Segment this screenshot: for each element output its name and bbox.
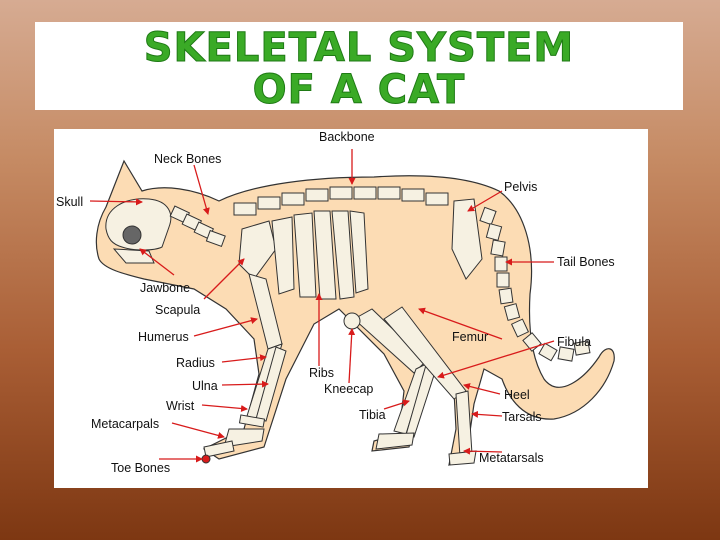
- label-tail-bones: Tail Bones: [557, 255, 615, 269]
- label-heel: Heel: [504, 388, 530, 402]
- label-skull: Skull: [56, 195, 83, 209]
- label-arrows: [89, 149, 555, 463]
- label-jawbone: Jawbone: [140, 281, 190, 295]
- label-metacarpals: Metacarpals: [91, 417, 159, 431]
- label-ulna: Ulna: [192, 379, 218, 393]
- label-scapula: Scapula: [155, 303, 200, 317]
- title-line-1: SKELETAL SYSTEM: [143, 25, 575, 71]
- title-line-2: OF A CAT: [252, 67, 466, 113]
- title-banner: SKELETAL SYSTEM OF A CAT: [35, 22, 683, 113]
- label-neck-bones: Neck Bones: [154, 152, 221, 166]
- label-radius: Radius: [176, 356, 215, 370]
- label-kneecap: Kneecap: [324, 382, 373, 396]
- pelvis-bone: [451, 198, 483, 280]
- label-pelvis: Pelvis: [504, 180, 537, 194]
- cat-skeleton-diagram: Backbone Neck Bones Skull Pelvis Tail Bo…: [56, 130, 615, 475]
- neck-bones: [169, 205, 226, 248]
- label-femur: Femur: [452, 330, 488, 344]
- diagram-panel: Backbone Neck Bones Skull Pelvis Tail Bo…: [54, 129, 648, 488]
- backbone-bones: [233, 186, 449, 216]
- label-fibula: Fibula: [557, 335, 591, 349]
- label-humerus: Humerus: [138, 330, 189, 344]
- label-toe-bones: Toe Bones: [111, 461, 170, 475]
- label-tarsals: Tarsals: [502, 410, 542, 424]
- label-ribs: Ribs: [309, 366, 334, 380]
- label-metatarsals: Metatarsals: [479, 451, 544, 465]
- label-wrist: Wrist: [166, 399, 195, 413]
- label-backbone: Backbone: [319, 130, 375, 144]
- rear-leg-bones: [343, 306, 477, 466]
- scapula-bone: [238, 220, 277, 280]
- label-tibia: Tibia: [359, 408, 386, 422]
- rib-cage: [271, 210, 369, 300]
